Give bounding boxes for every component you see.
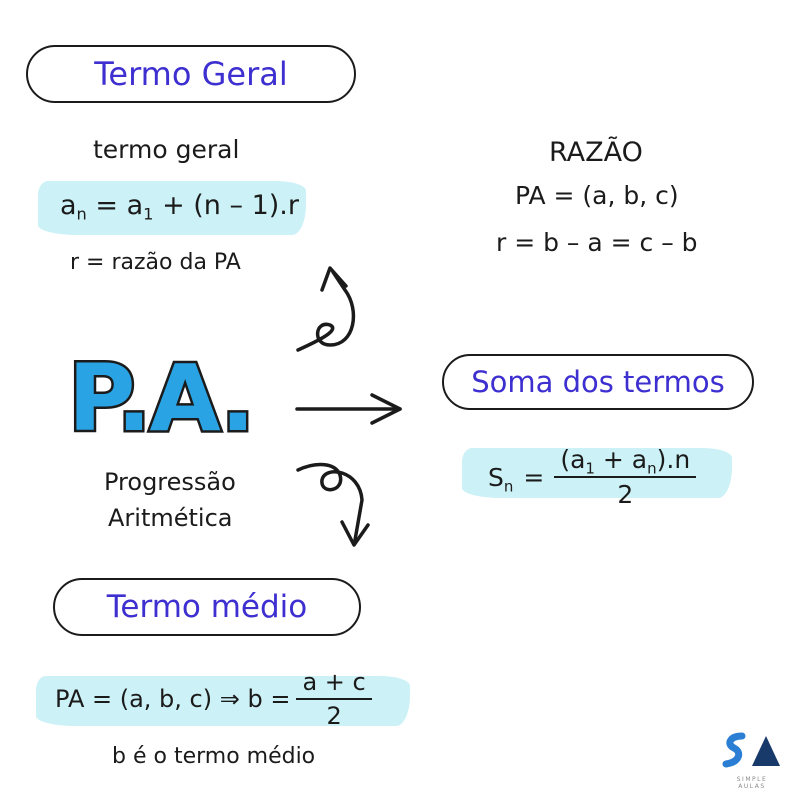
razao-title: RAZÃO — [549, 137, 643, 168]
termo-medio-note: b é o termo médio — [112, 744, 316, 769]
termo-geral-highlight — [38, 181, 306, 235]
termo-geral-heading: Termo Geral — [94, 55, 288, 93]
pa-subtitle-line2: Aritmética — [108, 504, 233, 532]
soma-highlight — [462, 448, 732, 498]
soma-formula: Sn = (a1 + an).n 2 — [488, 445, 697, 509]
termo-geral-formula: an = a1 + (n – 1).r — [60, 190, 299, 224]
termo-geral-subtitle: termo geral — [93, 135, 240, 164]
curly-arrow-up-head-icon — [320, 266, 348, 292]
razao-line1: PA = (a, b, c) — [515, 181, 679, 210]
brand-logo-caption: SIMPLE AULAS — [736, 776, 768, 790]
termo-medio-highlight — [36, 676, 410, 726]
termo-medio-formula: PA = (a, b, c) ⇒ b = a + c 2 — [55, 668, 372, 730]
razao-line2: r = b – a = c – b — [496, 228, 698, 257]
brand-logo: SIMPLE AULAS — [722, 732, 782, 790]
termo-geral-heading-pill: Termo Geral — [26, 45, 356, 103]
soma-heading-pill: Soma dos termos — [442, 354, 754, 410]
sa-logo-icon — [722, 732, 780, 768]
pa-title: P.A. — [65, 343, 257, 455]
curly-arrow-down-head-icon — [340, 520, 370, 547]
termo-geral-note: r = razão da PA — [70, 250, 241, 275]
soma-heading: Soma dos termos — [471, 365, 725, 399]
termo-medio-heading-pill: Termo médio — [53, 578, 361, 636]
curly-arrow-down-icon — [296, 462, 364, 542]
termo-medio-heading: Termo médio — [106, 589, 308, 625]
right-arrow-head-icon — [370, 393, 402, 425]
pa-subtitle-line1: Progressão — [104, 468, 236, 496]
curly-arrow-up-icon — [296, 270, 356, 352]
